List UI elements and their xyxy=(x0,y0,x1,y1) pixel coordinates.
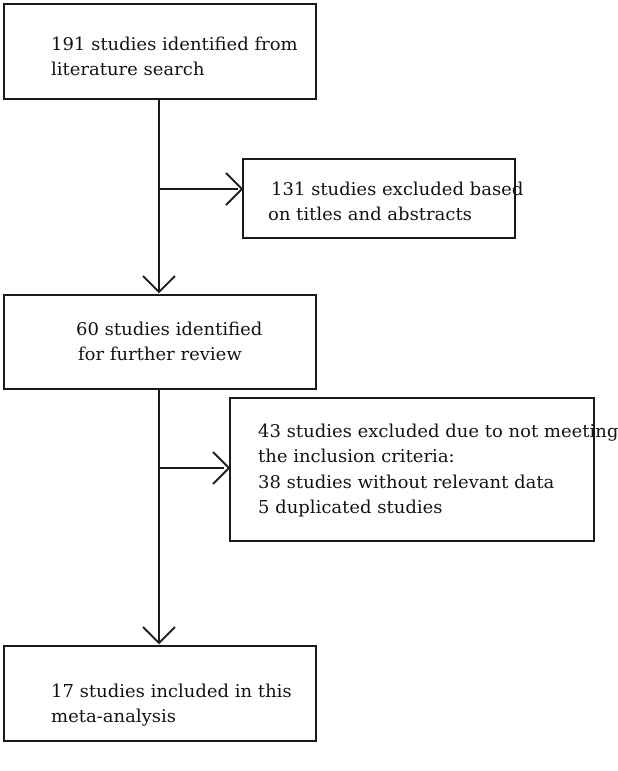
connector-to-excluded-criteria xyxy=(158,467,224,469)
excluded-titles-line-2: on titles and abstracts xyxy=(268,204,472,225)
connector-identified-to-review xyxy=(158,100,160,291)
included-studies-box: 17 studies included in this meta-analysi… xyxy=(3,645,317,742)
further-review-line-1: 60 studies identified xyxy=(76,319,263,340)
excluded-criteria-line-4: 5 duplicated studies xyxy=(258,497,443,518)
excluded-criteria-line-3: 38 studies without relevant data xyxy=(258,472,555,493)
excluded-criteria-line-1: 43 studies excluded due to not meeting xyxy=(258,421,618,442)
identified-studies-box: 191 studies identified from literature s… xyxy=(3,3,317,100)
connector-to-excluded-titles xyxy=(158,188,238,190)
further-review-line-2: for further review xyxy=(78,344,242,365)
excluded-titles-line-1: 131 studies excluded based xyxy=(271,179,524,200)
excluded-criteria-line-2: the inclusion criteria: xyxy=(258,446,455,467)
excluded-titles-box: 131 studies excluded based on titles and… xyxy=(242,158,523,239)
flow-diagram: 191 studies identified from literature s… xyxy=(3,3,618,742)
included-studies-line-2: meta-analysis xyxy=(51,706,176,727)
identified-studies-line-2: literature search xyxy=(51,59,205,80)
connector-review-to-included xyxy=(158,390,160,642)
excluded-criteria-box: 43 studies excluded due to not meeting t… xyxy=(229,397,618,542)
arrowhead-right-2 xyxy=(212,451,231,485)
further-review-box: 60 studies identified for further review xyxy=(3,294,317,390)
arrowhead-down-1 xyxy=(142,275,176,294)
included-studies-line-1: 17 studies included in this xyxy=(51,681,292,702)
identified-studies-line-1: 191 studies identified from xyxy=(51,34,298,55)
arrowhead-down-2 xyxy=(142,626,176,645)
arrowhead-right-1 xyxy=(225,172,244,206)
